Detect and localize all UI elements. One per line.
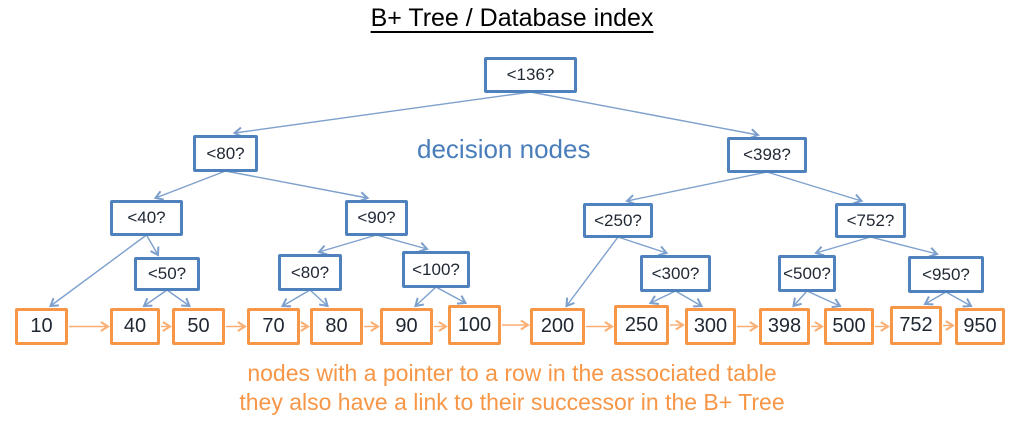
tree-edge [376, 234, 429, 253]
tree-edge [232, 91, 531, 138]
leaf-node-950: 950 [955, 308, 1005, 345]
decision-node-90: <90? [345, 200, 408, 236]
tree-edge [648, 290, 676, 305]
page-title: B+ Tree / Database index [370, 4, 654, 32]
leaf-node-40: 40 [110, 308, 160, 345]
leaf-node-80: 80 [310, 308, 363, 345]
leaf-node-70: 70 [247, 308, 300, 345]
decision-node-80a: <80? [193, 135, 258, 172]
leaf-node-752: 752 [890, 306, 942, 345]
decision-node-250: <250? [583, 203, 653, 238]
decision-node-398: <398? [727, 137, 807, 173]
tree-edge [923, 291, 947, 306]
tree-edge [166, 289, 192, 308]
leaf-node-398: 398 [759, 308, 810, 345]
tree-edge [317, 234, 377, 256]
decision-node-136: <136? [484, 57, 577, 93]
tree-edge [280, 289, 311, 308]
decision-node-50: <50? [134, 257, 200, 291]
tree-edge [625, 171, 768, 205]
tree-edge [225, 170, 370, 203]
decision-node-100: <100? [402, 251, 470, 288]
leaf-note-line1: nodes with a pointer to a row in the ass… [247, 360, 777, 386]
tree-edge [766, 171, 864, 205]
leaf-note-line2: they also have a link to their successor… [239, 389, 785, 415]
tree-edge [530, 91, 760, 140]
tree-edge [945, 291, 973, 308]
tree-edge [675, 290, 704, 308]
decision-nodes-annotation: decision nodes [417, 134, 591, 164]
tree-edge [565, 236, 619, 308]
tree-edge [48, 234, 147, 308]
decision-node-500: <500? [778, 255, 836, 292]
tree-edge [806, 290, 842, 309]
tree-edge [145, 234, 160, 257]
leaf-node-500: 500 [824, 308, 874, 345]
leaf-node-100: 100 [448, 305, 501, 345]
tree-edge [153, 170, 226, 201]
leaf-node-10: 10 [15, 308, 68, 345]
tree-edge [617, 236, 669, 257]
leaf-node-90: 90 [380, 308, 433, 345]
tree-edge [870, 236, 939, 258]
leaf-node-50: 50 [172, 308, 225, 345]
leaf-nodes-annotation: nodes with a pointer to a row in the ass… [0, 359, 1024, 417]
decision-node-950: <950? [908, 256, 984, 293]
tree-edge [142, 289, 168, 308]
leaf-node-300: 300 [685, 308, 736, 345]
decision-node-300: <300? [640, 255, 711, 292]
leaf-node-250: 250 [614, 305, 669, 345]
decision-node-80b: <80? [278, 254, 342, 291]
tree-edge [309, 289, 329, 308]
tree-edge [414, 286, 437, 308]
tree-edge [814, 236, 871, 257]
tree-edge [435, 286, 468, 305]
decision-node-752: <752? [835, 203, 906, 238]
leaf-node-200: 200 [530, 308, 585, 345]
decision-node-40: <40? [110, 200, 183, 236]
tree-edge [792, 290, 808, 308]
